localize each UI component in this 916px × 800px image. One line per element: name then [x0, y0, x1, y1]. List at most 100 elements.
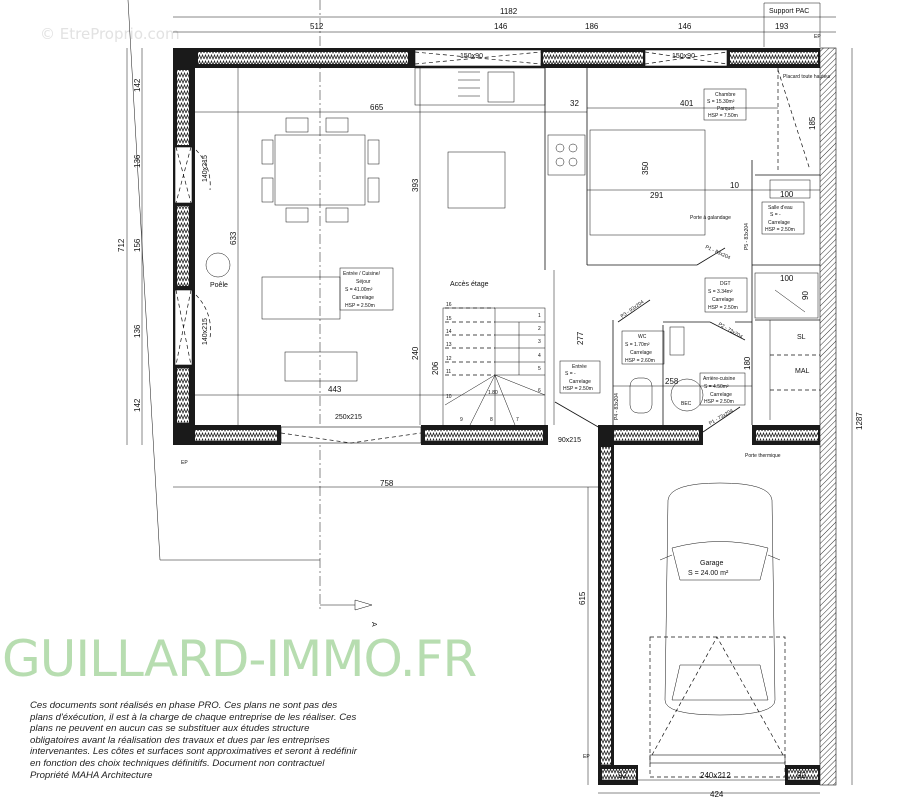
- site-watermark: © EtreProprio.com: [40, 25, 180, 43]
- entry-door-label: 90x215: [558, 437, 581, 444]
- dim-bed-width: 401: [680, 99, 694, 108]
- dim-277: 277: [576, 331, 585, 345]
- dim-right-total: 1287: [855, 412, 864, 430]
- bed: [589, 129, 706, 236]
- stair-step-7: 7: [516, 417, 519, 423]
- room-line: S = 3.34m²: [708, 289, 733, 295]
- dim-left-1: 142: [133, 78, 142, 92]
- room-line: Carrelage: [630, 350, 652, 356]
- room-line: DGT: [720, 281, 731, 287]
- room-line: Carrelage: [712, 297, 734, 303]
- dim-bottom-2: 240x212: [700, 771, 731, 780]
- kitchen-counter: [414, 67, 546, 106]
- stair-step-6: 6: [538, 388, 541, 394]
- dim-185: 185: [808, 116, 817, 130]
- dim-left-4: 136: [133, 324, 142, 338]
- room-line: S = -: [770, 212, 781, 218]
- room-line: S = -: [565, 371, 576, 377]
- water-heater-icon: [670, 378, 704, 412]
- dim-top-1: 512: [310, 22, 324, 31]
- door-p6-label: P1 - 73x204: [708, 408, 735, 427]
- dim-top-5: 193: [775, 22, 789, 31]
- furniture: [205, 67, 786, 778]
- dim-633: 633: [229, 231, 238, 245]
- room-line: Parquet: [717, 106, 735, 112]
- dim-bottom-1: 92: [618, 771, 627, 780]
- thermal-door-note: Porte thermique: [745, 453, 781, 459]
- window-label-3: 140x215: [202, 155, 209, 182]
- room-line: Carrelage: [768, 220, 790, 226]
- door-p5-label: P5 - 83x204: [744, 223, 750, 250]
- dim-443: 443: [328, 385, 342, 394]
- room-salle-eau: Salle d'eau S = - Carrelage HSP = 2.50m: [761, 201, 805, 235]
- room-wc: WC S = 1.70m² Carrelage HSP = 2.60m: [621, 330, 665, 365]
- room-line: Carrelage: [352, 295, 374, 301]
- dim-top-3: 186: [585, 22, 599, 31]
- stair-step-3: 3: [538, 339, 541, 345]
- stair-step-5: 5: [538, 366, 541, 372]
- room-line: HSP = 2.50m: [765, 227, 795, 233]
- dim-180: 180: [743, 356, 752, 370]
- stair-step-10: 10: [446, 394, 452, 400]
- dim-bottom-total: 424: [710, 790, 724, 799]
- top-dimensions: 1182 512 146 186 146 193 Support PAC: [173, 0, 836, 610]
- room-line: Entrée / Cuisine/: [343, 271, 381, 277]
- stair-step-16: 16: [446, 302, 452, 308]
- dim-living-width: 665: [370, 103, 384, 112]
- door-p1-label: P1 - 83x204: [704, 244, 731, 261]
- car-icon: [659, 482, 781, 716]
- room-line: S = 24.00 m²: [688, 570, 729, 577]
- ep-label-1: EP: [181, 460, 188, 466]
- dim-top-2: 146: [494, 22, 508, 31]
- mal-label: MAL: [795, 368, 810, 375]
- room-line: Arrière-cuisine: [703, 376, 735, 382]
- room-garage: Garage S = 24.00 m²: [688, 560, 729, 577]
- room-sejour: Entrée / Cuisine/ Séjour S = 41.00m² Car…: [339, 267, 394, 311]
- room-line: S = 41.00m²: [345, 287, 373, 293]
- stair-access-label: Accès étage: [450, 281, 489, 288]
- dim-left-3: 156: [133, 238, 142, 252]
- stair-step-12: 12: [446, 356, 452, 362]
- stair-step-11: 11: [446, 369, 451, 375]
- dim-291: 291: [650, 191, 664, 200]
- dim-240: 240: [411, 346, 420, 360]
- stair-step-1: 1: [538, 313, 541, 319]
- stair-step-9: 9: [460, 417, 463, 423]
- tv-unit: [284, 351, 358, 382]
- stair-step-14: 14: [446, 329, 452, 335]
- room-line: Carrelage: [569, 379, 591, 385]
- door-p4-label: P4 - 83x204: [614, 393, 620, 420]
- left-dimensions: 712 142 136 156 136 142: [117, 0, 320, 561]
- dim-10: 10: [730, 181, 739, 190]
- dim-350: 350: [641, 161, 650, 175]
- room-line: Carrelage: [710, 392, 732, 398]
- room-line: S = 1.70m²: [625, 342, 650, 348]
- dim-top-4: 146: [678, 22, 692, 31]
- stair-step-4: 4: [538, 353, 541, 359]
- dim-left-2: 136: [133, 154, 142, 168]
- stove-label: Poêle: [210, 282, 228, 289]
- dim-left-total: 712: [117, 238, 126, 252]
- dim-100b: 100: [780, 274, 794, 283]
- ep-label-2: EP: [814, 34, 821, 40]
- dim-206: 206: [431, 361, 440, 375]
- dim-left-5: 142: [133, 398, 142, 412]
- room-line: HSP = 2.50m: [563, 386, 593, 392]
- dim-258: 258: [665, 377, 679, 386]
- room-labels: Entrée / Cuisine/ Séjour S = 41.00m² Car…: [339, 88, 805, 577]
- room-line: WC: [638, 334, 647, 340]
- sl-label: SL: [797, 334, 806, 341]
- room-line: HSP = 7.50m: [708, 113, 738, 119]
- staircase[interactable]: 16 15 14 13 12 11 10 9 8 7 6 5 4 3 2 1 1…: [442, 302, 546, 427]
- room-line: Garage: [700, 560, 723, 567]
- door-p2-label: P2 - 73x204: [717, 322, 744, 341]
- dim-32: 32: [570, 99, 579, 108]
- stair-step-2: 2: [538, 326, 541, 332]
- support-pac-label: Support PAC: [769, 8, 809, 15]
- sink-icon: [487, 71, 515, 103]
- window-label-2: 150x90: [672, 53, 695, 60]
- window-label-1: 150x90: [460, 53, 483, 60]
- room-line: HSP = 2.50m: [708, 305, 738, 311]
- window-label-4: 140x215: [202, 318, 209, 345]
